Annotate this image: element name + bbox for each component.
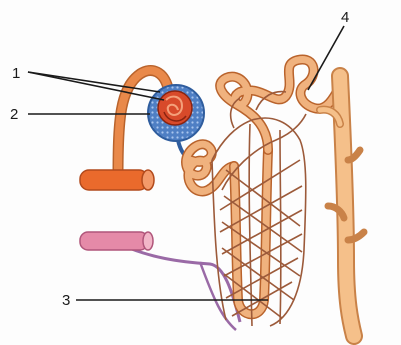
glomerulus [158, 91, 192, 125]
label-3: 3 [62, 292, 70, 309]
collecting-duct [320, 76, 364, 336]
proximal-tubule [186, 144, 234, 191]
label-4: 4 [341, 9, 349, 26]
label-1: 1 [12, 65, 20, 82]
label-2: 2 [10, 106, 18, 123]
label-group-2: 2 [10, 106, 150, 123]
